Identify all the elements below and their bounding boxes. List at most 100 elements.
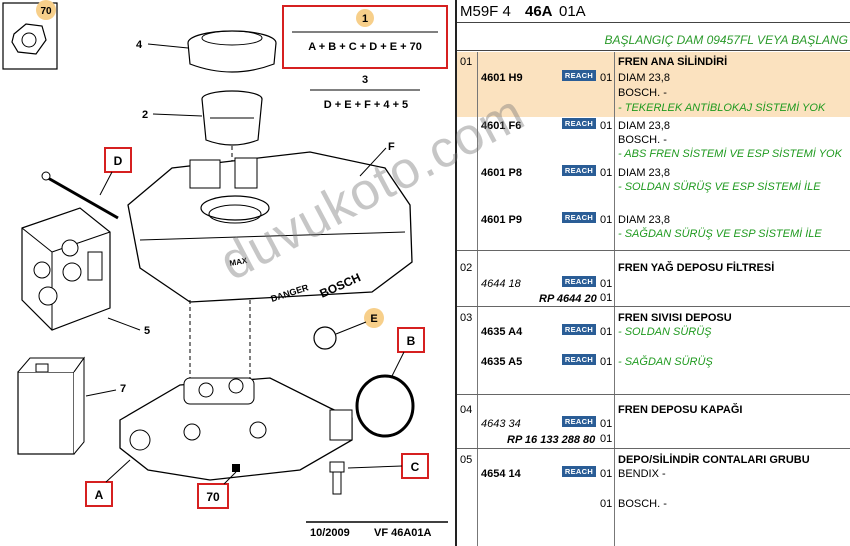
callout-70-box [197,483,229,509]
header-bold: 46A [525,3,553,20]
label-E: E [370,313,377,325]
formula-1-box [282,5,448,69]
part-ref[interactable]: 4635 A5 [481,356,523,368]
group-title: FREN YAĞ DEPOSU FİLTRESİ [618,262,775,274]
reservoir-max: MAX [229,256,249,268]
alt-qty: 01 [600,292,613,304]
part-line: BOSCH. - [618,87,667,99]
part-note: - TEKERLEK ANTİBLOKAJ SİSTEMİ YOK [618,102,826,114]
part-ref[interactable]: 4601 F6 [481,120,522,132]
part-ref[interactable]: 4601 P9 [481,214,522,226]
group-03: 03 FREN SIVISI DEPOSU 4635 A4 REACH 01 -… [457,308,850,395]
part-line: BOSCH. - [618,134,667,146]
part-ref[interactable]: 4635 A4 [481,326,523,338]
part-qty: 01 [600,326,613,338]
parts-header: M59F 4 46A 01A [457,0,850,23]
part-qty: 01 [600,214,613,226]
footer-code: VF 46A01A [374,527,432,539]
part-line: DIAM 23,8 [618,167,670,179]
alt-ref[interactable]: RP 16 133 288 80 [507,434,596,446]
group-title: FREN ANA SİLİNDİRİ [618,56,728,68]
part-note: - ABS FREN SİSTEMİ VE ESP SİSTEMİ YOK [618,148,842,160]
part-qty: 01 [600,468,613,480]
part-qty: 01 [600,498,613,510]
part-note: - SAĞDAN SÜRÜŞ VE ESP SİSTEMİ İLE [618,228,822,240]
exploded-diagram: 70 1 A + B + C + D + E + 70 3 D + E + F … [2,0,448,539]
part-qty: 01 [600,120,613,132]
part-ref[interactable]: 4643 34 [481,418,521,430]
part-ref[interactable]: 4601 H9 [481,72,523,84]
badge-70-text: 70 [40,6,52,17]
reach-badge: REACH [562,118,596,129]
o-ring [355,374,415,438]
callout-A-box [85,481,113,507]
group-02: 02 FREN YAĞ DEPOSU FİLTRESİ 4644 18 REAC… [457,258,850,307]
part-ref[interactable]: 4644 18 [481,278,521,290]
reach-badge: REACH [562,165,596,176]
part-note: - SOLDAN SÜRÜŞ VE ESP SİSTEMİ İLE [618,181,821,193]
nut-box [2,2,58,70]
part-ref[interactable]: 4654 14 [481,468,521,480]
alt-qty: 01 [600,433,613,445]
label-D: D [114,154,123,168]
part-line: DIAM 23,8 [618,120,670,132]
callout-B-box [397,327,425,353]
reach-badge: REACH [562,212,596,223]
formula-3-number: 3 [362,74,368,86]
group-title: DEPO/SİLİNDİR CONTALARI GRUBU [618,454,810,466]
reach-badge: REACH [562,70,596,81]
header-suffix: 01A [559,3,586,20]
header-prefix: M59F 4 [460,3,511,20]
group-title: FREN SIVISI DEPOSU [618,312,732,324]
label-A: A [95,488,104,502]
start-text: BAŞLANGIÇ DAM 09457FL VEYA BAŞLANG [604,33,848,47]
label-7: 7 [120,383,126,395]
group-num: 01 [460,56,473,68]
formula-3-text: D + E + F + 4 + 5 [324,99,408,111]
footer-date: 10/2009 [310,527,350,539]
highlighted-row [457,52,850,117]
group-title: FREN DEPOSU KAPAĞI [618,404,743,416]
formula-1-circle [356,9,374,27]
group-num: 05 [460,454,473,466]
badge-70-circle [36,0,56,20]
label-5: 5 [144,325,150,337]
label-4: 4 [136,39,143,51]
callout-D-box [104,147,132,173]
bolt [47,176,119,220]
fluid-can [17,371,75,455]
group-04: 04 FREN DEPOSU KAPAĞI 4643 34 REACH 01 R… [457,398,850,449]
alt-ref[interactable]: RP 4644 20 [539,293,597,305]
callout-E-circle [364,308,384,328]
part-note: - SAĞDAN SÜRÜŞ [618,356,713,368]
group-num: 04 [460,404,473,416]
part-qty: 01 [600,167,613,179]
group-05: 05 DEPO/SİLİNDİR CONTALARI GRUBU 4654 14… [457,450,850,540]
label-2: 2 [142,109,148,121]
part-qty: 01 [600,278,613,290]
part-qty: 01 [600,356,613,368]
label-F: F [388,141,395,153]
parts-list: M59F 4 46A 01A BAŞLANGIÇ DAM 09457FL VEY… [455,0,850,546]
reach-badge: REACH [562,466,596,477]
formula-1-text: A + B + C + D + E + 70 [308,41,422,53]
part-qty: 01 [600,418,613,430]
part-line: DIAM 23,8 [618,72,670,84]
grommet [313,326,337,350]
reach-badge: REACH [562,416,596,427]
label-70: 70 [206,490,220,504]
part-note: - SOLDAN SÜRÜŞ [618,326,712,338]
part-qty: 01 [600,72,613,84]
group-num: 02 [460,262,473,274]
label-B: B [407,334,416,348]
group-num: 03 [460,312,473,324]
nut-icon [11,23,47,55]
part-line: BOSCH. - [618,498,667,510]
part-ref[interactable]: 4601 P8 [481,167,522,179]
nut-hole [21,32,37,48]
reach-badge: REACH [562,354,596,365]
group-01: 01 FREN ANA SİLİNDİRİ 4601 H9 REACH 01 D… [457,52,850,251]
part-line: DIAM 23,8 [618,214,670,226]
label-C: C [411,460,420,474]
diagram-drawing: 70 1 A + B + C + D + E + 70 3 D + E + F … [2,0,448,539]
